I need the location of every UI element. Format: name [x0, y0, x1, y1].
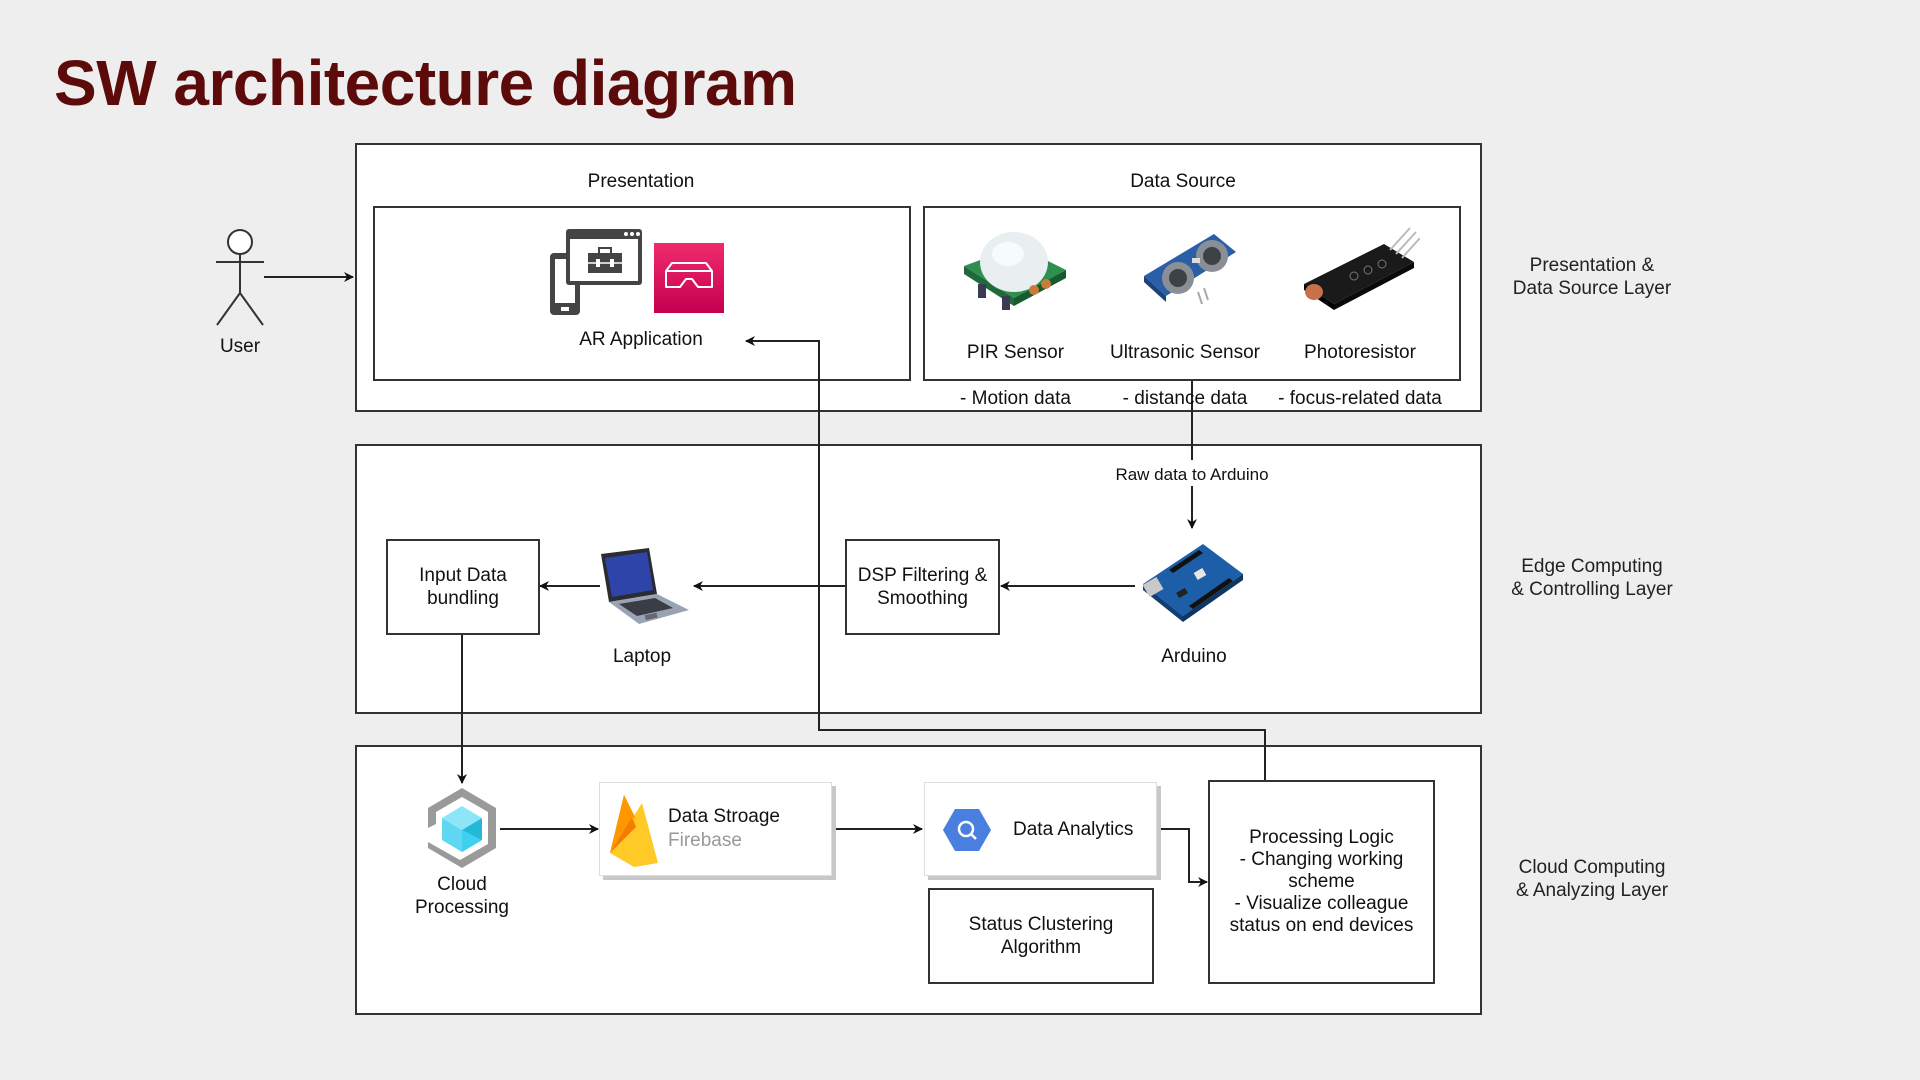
bigquery-icon — [943, 809, 991, 851]
ultrasonic-sensor-name: Ultrasonic Sensor — [1110, 342, 1260, 363]
firebase-icon — [610, 795, 658, 867]
cloud-processing-icon — [428, 788, 496, 868]
data-storage-card: Data Stroage Firebase — [599, 782, 832, 876]
data-analytics-label: Data Analytics — [1013, 819, 1134, 840]
data-analytics-card: Data Analytics — [924, 782, 1157, 876]
cloud-processing-label: Cloud Processing — [415, 874, 509, 918]
photoresistor-icon — [1304, 227, 1420, 310]
ar-application-label: AR Application — [579, 329, 703, 350]
data-source-group-label: Data Source — [1130, 171, 1236, 192]
pir-sensor-name: PIR Sensor — [966, 342, 1065, 363]
status-clustering-box: Status Clustering Algorithm — [928, 888, 1154, 984]
laptop-icon — [601, 548, 689, 624]
input-data-bundling-box: Input Data bundling — [386, 539, 540, 635]
pir-sensor-detail: - Motion data — [960, 388, 1071, 409]
mobile-web-app-icon — [550, 229, 642, 315]
photoresistor-detail: - focus-related data — [1278, 388, 1442, 409]
user-label: User — [219, 336, 261, 357]
layer-label-presentation: Presentation & Data Source Layer — [1512, 255, 1672, 299]
dsp-filtering-box: DSP Filtering & Smoothing — [845, 539, 1000, 635]
ultrasonic-sensor-label: Ultrasonic Sensor - distance data — [1105, 318, 1265, 410]
data-storage-title: Data Stroage — [668, 806, 780, 827]
pir-sensor-icon — [964, 232, 1066, 310]
presentation-group-label: Presentation — [587, 171, 695, 192]
layer-label-edge: Edge Computing & Controlling Layer — [1511, 556, 1673, 600]
photoresistor-label: Photoresistor - focus-related data — [1268, 318, 1452, 410]
arduino-label: Arduino — [1161, 646, 1227, 667]
pir-sensor-label: PIR Sensor - Motion data — [943, 318, 1088, 410]
photoresistor-name: Photoresistor — [1304, 342, 1416, 363]
processing-logic-box: Processing Logic - Changing working sche… — [1208, 780, 1435, 984]
ultrasonic-sensor-detail: - distance data — [1122, 388, 1248, 409]
layer-label-cloud: Cloud Computing & Analyzing Layer — [1515, 857, 1669, 901]
laptop-label: Laptop — [612, 646, 672, 667]
data-storage-subtitle: Firebase — [668, 830, 742, 851]
arduino-icon — [1142, 544, 1243, 622]
ar-headset-icon — [654, 243, 724, 313]
ultrasonic-sensor-icon — [1144, 234, 1236, 305]
user-actor-icon — [216, 229, 264, 326]
page-title: SW architecture diagram — [54, 47, 797, 119]
raw-data-label: Raw data to Arduino — [1092, 463, 1292, 486]
